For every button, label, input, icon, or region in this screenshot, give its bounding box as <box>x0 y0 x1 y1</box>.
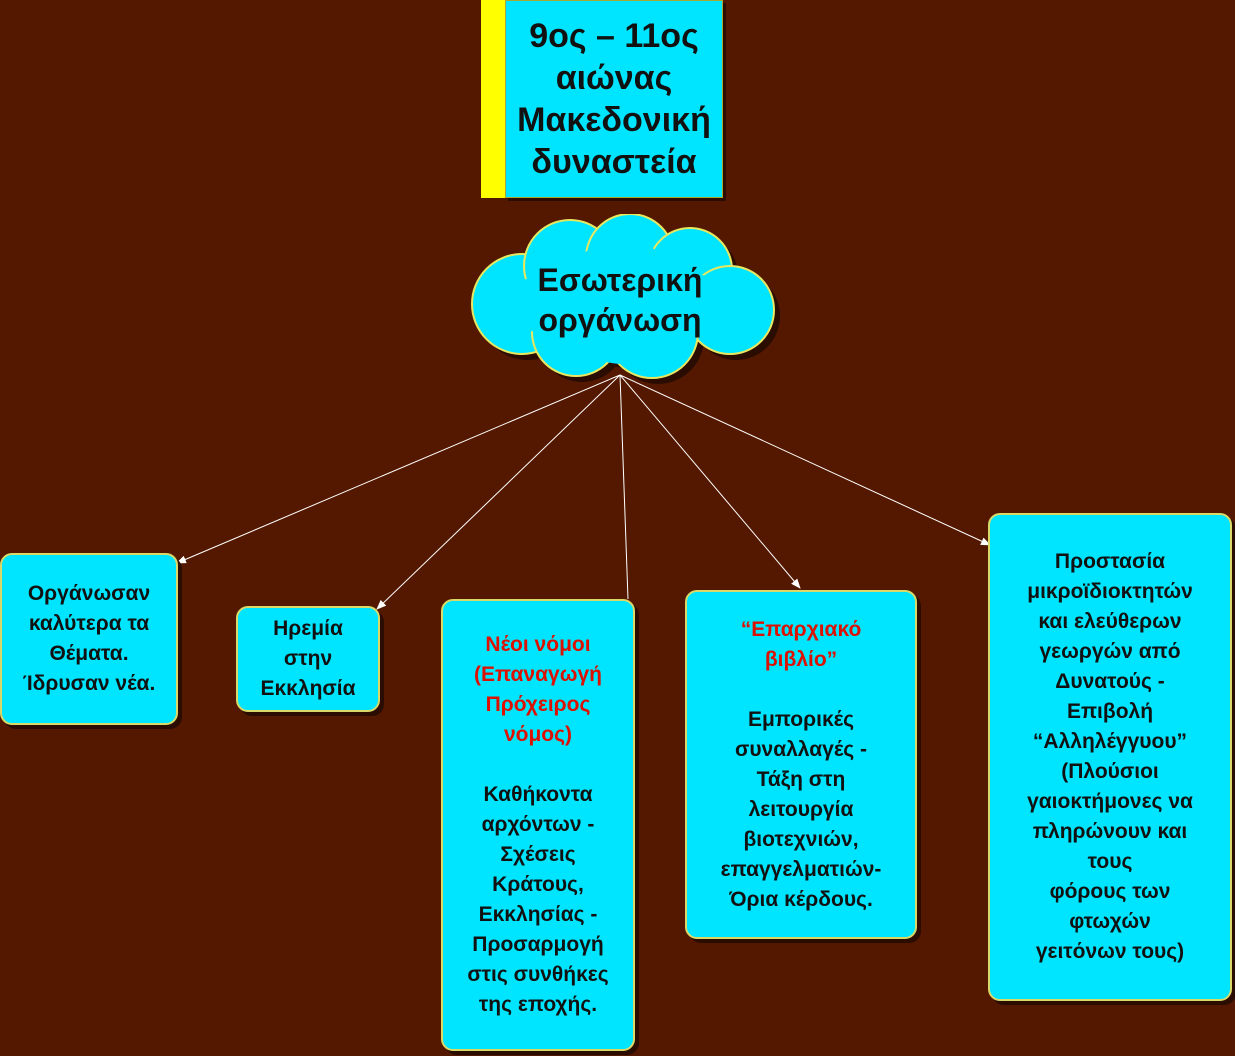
branch-text-line: Προσαρμογή <box>472 933 604 956</box>
branch-text-line: στις συνθήκες <box>467 963 609 986</box>
branch-text-line: καλύτερα τα <box>28 612 150 635</box>
branch-text-line: της εποχής. <box>478 993 598 1016</box>
branch-text-line: τους <box>1087 850 1133 873</box>
branch-text-line: Εκκλησία <box>260 677 356 700</box>
connector-arrow-5 <box>619 374 991 546</box>
branch-text-line: Δυνατούς - <box>1055 670 1165 693</box>
title-line: δυναστεία <box>531 143 697 181</box>
connector-arrow-2 <box>376 374 621 610</box>
connector-arrow-4 <box>619 374 801 589</box>
branch-text-line: γαιοκτήμονες να <box>1027 790 1193 813</box>
branch-heading-line: (Επαναγωγή <box>474 663 602 686</box>
central-topic: Εσωτερική οργάνωση <box>452 214 788 386</box>
branch-text-line: γεωργών από <box>1039 640 1181 663</box>
central-cloud: Εσωτερική οργάνωση <box>452 214 788 386</box>
branch-box-church: Ηρεμία στην Εκκλησία <box>236 606 380 712</box>
branch-box-new-laws: Νέοι νόμοι (Επαναγωγή Πρόχειρος νόμος) Κ… <box>441 599 635 1051</box>
branch-text-line: φτωχών <box>1069 910 1151 933</box>
branch-text-line: Εκκλησίας - <box>478 903 598 926</box>
branch-text-line: Κράτους, <box>492 873 584 896</box>
branch-heading-line: “Επαρχιακό <box>740 617 862 641</box>
title-accent-bar <box>481 0 507 198</box>
connector-arrow-1 <box>176 374 621 564</box>
branch-text-line: αρχόντων - <box>481 813 595 836</box>
branch-text-line: στην <box>283 647 333 670</box>
branch-text-line: “Αλληλέγγυου” <box>1032 730 1188 753</box>
branch-text-line: επαγγελματιών- <box>720 857 882 881</box>
branch-heading-line: Νέοι νόμοι <box>485 633 591 656</box>
branch-text-line: Ηρεμία <box>273 617 343 640</box>
branch-heading-line: βιβλίο” <box>764 647 838 671</box>
cloud-shape <box>471 214 780 384</box>
branch-text-line: Προστασία <box>1054 550 1166 573</box>
title-block: 9ος – 11ος αιώνας Μακεδονική δυναστεία <box>481 0 743 198</box>
branch-text-line: Θέματα. <box>49 642 129 665</box>
title-line: 9ος – 11ος <box>529 17 699 55</box>
branch-text-line: συναλλαγές - <box>734 737 868 761</box>
central-topic-line: οργάνωση <box>538 302 702 338</box>
connector-line-3 <box>619 374 629 600</box>
branch-text-line: Καθήκοντα <box>483 783 593 806</box>
branch-text-line: βιοτεχνιών, <box>743 827 859 851</box>
branch-text-line: Οργάνωσαν <box>27 582 151 605</box>
branch-text-line: μικροϊδιοκτητών <box>1027 580 1193 603</box>
branch-text-line: Τάξη στη <box>756 767 846 791</box>
branch-text-line: και ελεύθερων <box>1038 610 1182 633</box>
branch-heading-line: Πρόχειρος <box>485 693 591 716</box>
branch-text-line: πληρώνουν και <box>1032 820 1188 843</box>
branch-text-line: Ίδρυσαν νέα. <box>22 672 156 695</box>
branch-text-line: Όρια κέρδους. <box>729 887 873 911</box>
title-line: αιώνας <box>555 59 673 97</box>
branch-box-themata: Οργάνωσαν καλύτερα τα Θέματα. Ίδρυσαν νέ… <box>0 553 178 725</box>
branch-text-line: (Πλούσιοι <box>1061 760 1159 783</box>
branch-box-eparchiko-vivlio: “Επαρχιακό βιβλίο” Εμπορικές συναλλαγές … <box>685 590 917 939</box>
branch-box-smallholders: Προστασία μικροϊδιοκτητών και ελεύθερων … <box>988 513 1232 1001</box>
title-line: Μακεδονική <box>517 101 711 139</box>
branch-text-line: φόρους των <box>1049 880 1171 903</box>
branch-text-line: γειτόνων τους) <box>1035 940 1185 963</box>
central-topic-line: Εσωτερική <box>537 262 703 298</box>
branch-text-line: Εμπορικές <box>747 707 855 731</box>
branch-heading-line: νόμος) <box>503 723 573 746</box>
branch-text-line: Επιβολή <box>1066 700 1154 723</box>
branch-text-line: Σχέσεις <box>500 843 576 866</box>
title-box: 9ος – 11ος αιώνας Μακεδονική δυναστεία <box>505 0 723 198</box>
branch-text-line: λειτουργία <box>748 797 854 821</box>
